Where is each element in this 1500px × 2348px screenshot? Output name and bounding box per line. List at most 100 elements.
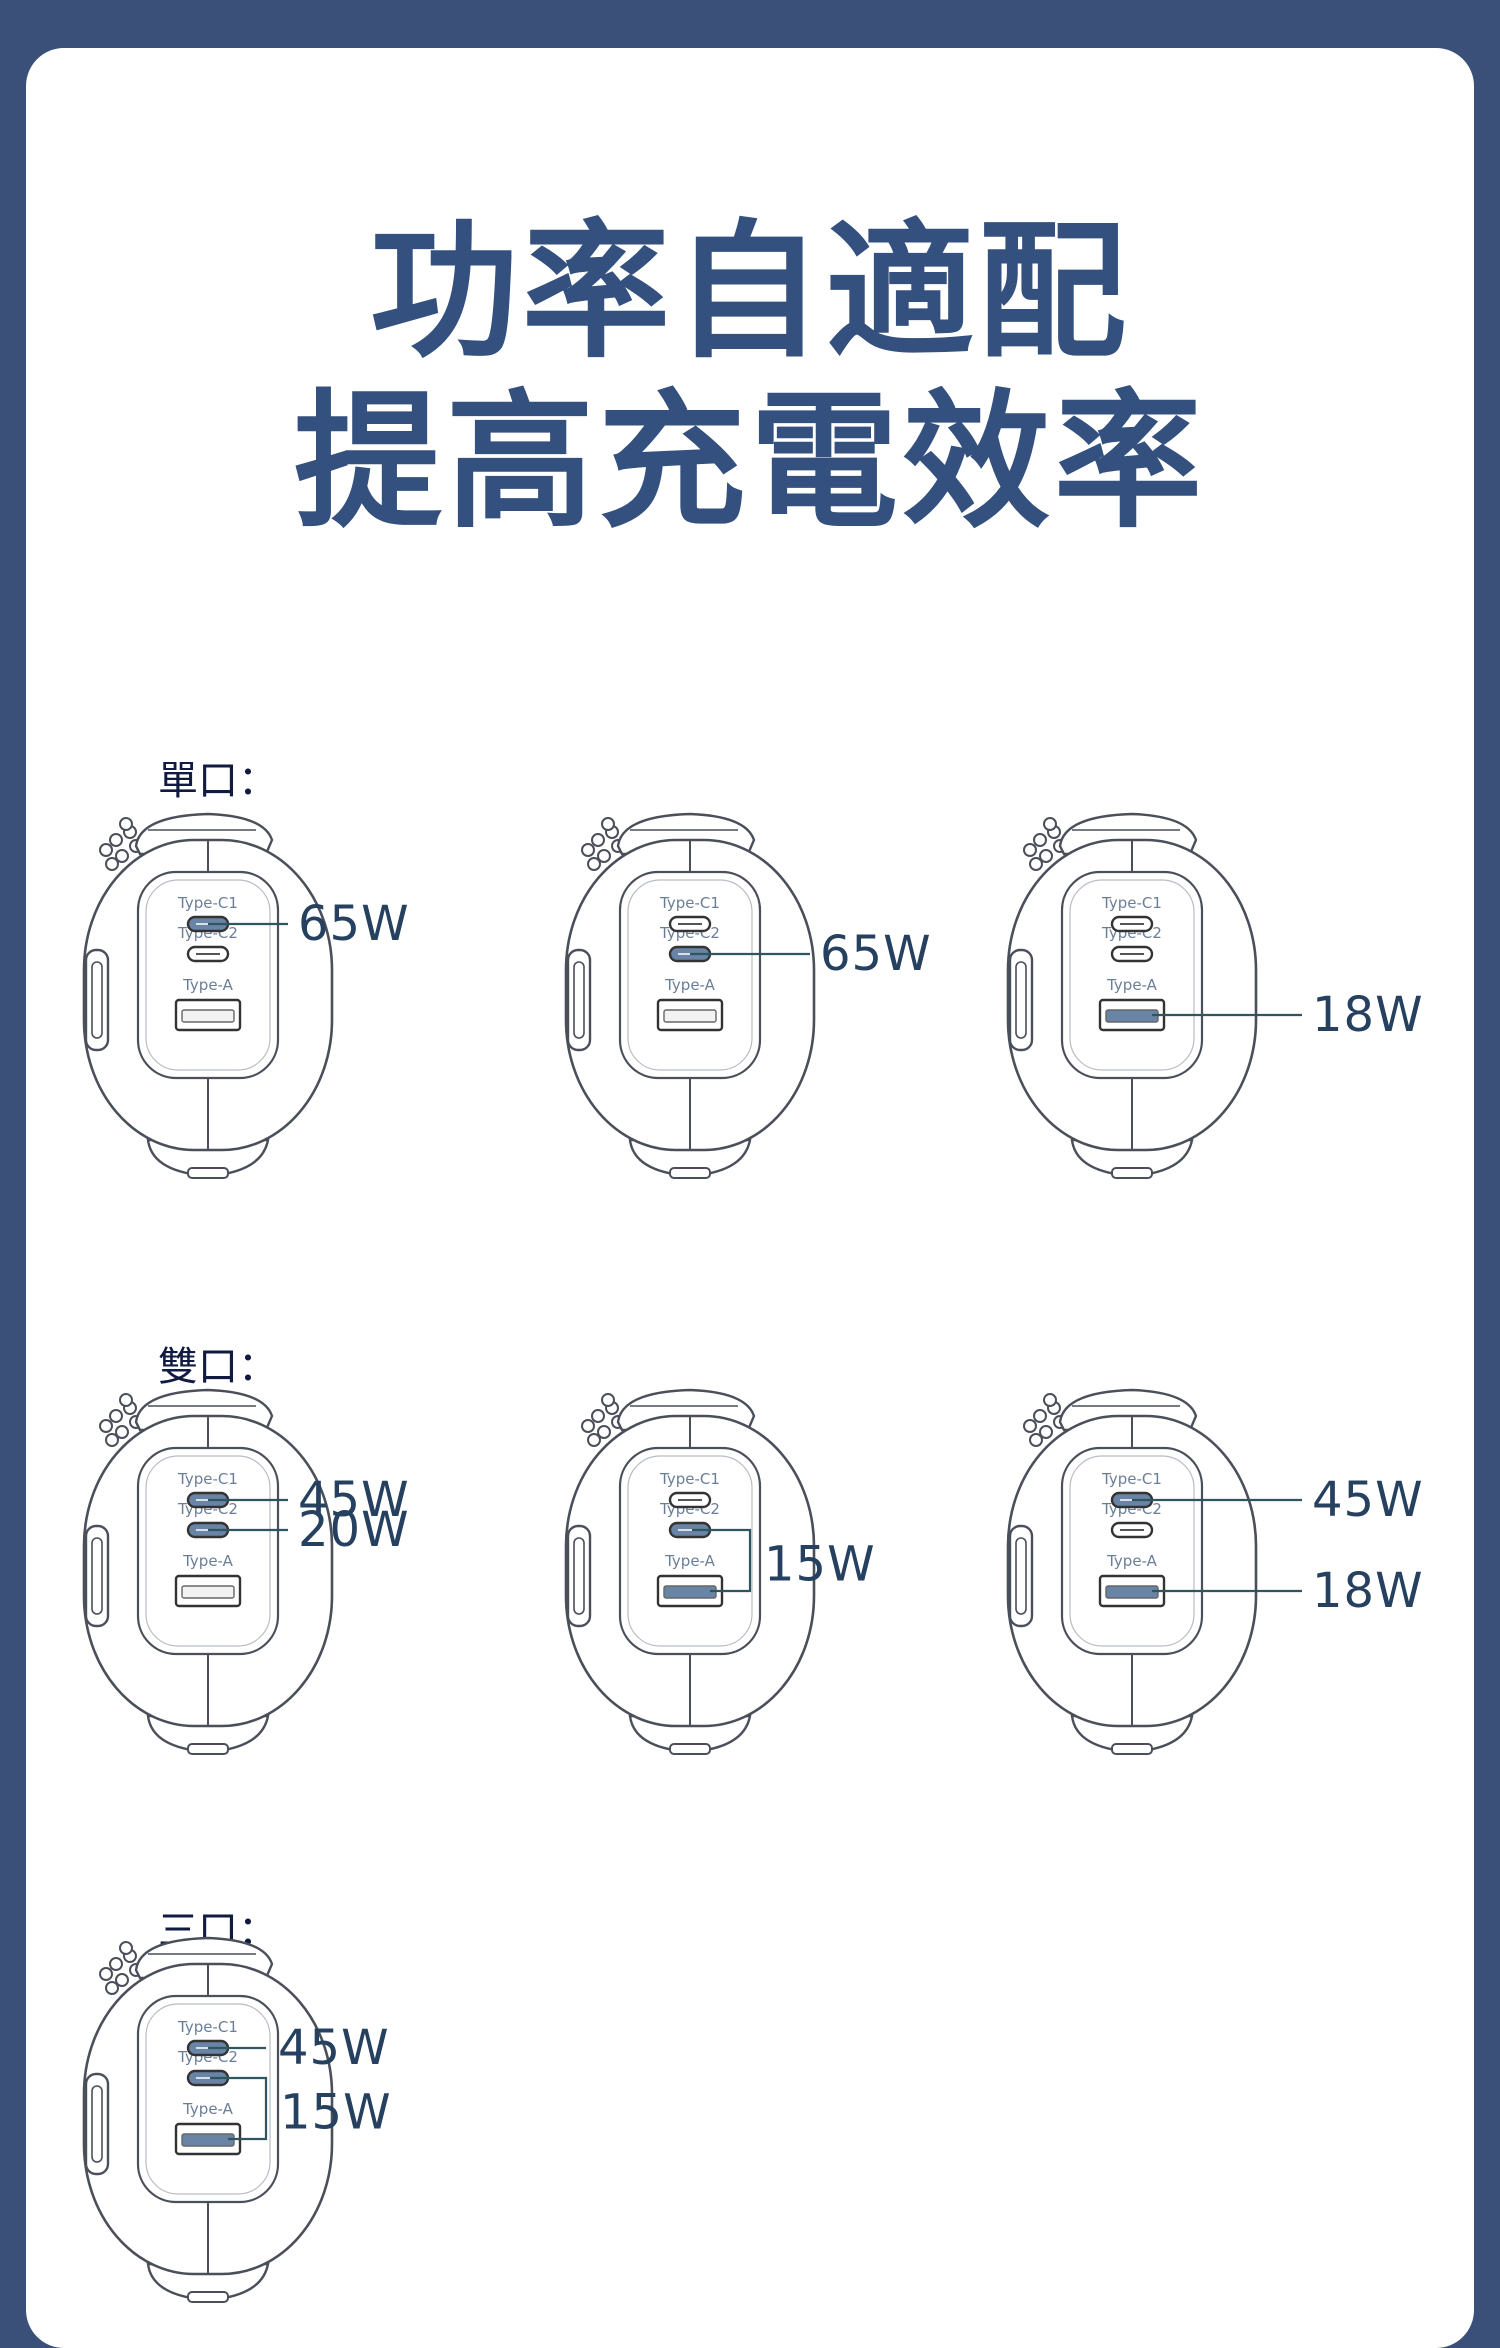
port-panel-inner (145, 1455, 271, 1647)
chain-bead (1023, 1419, 1037, 1433)
port-panel-inner (145, 879, 271, 1071)
usb-a-tongue (181, 1009, 235, 1023)
port-panel-inner (145, 2003, 271, 2195)
chain-bead (119, 1393, 133, 1407)
bracket-line (210, 2076, 268, 2141)
side-button (566, 948, 592, 1052)
chain-bead (109, 1409, 123, 1423)
usb-a-tongue (181, 2133, 235, 2147)
chain-bead (591, 833, 605, 847)
foot-clip (1111, 1743, 1153, 1755)
chain-bead (1039, 849, 1053, 863)
port-label-a: Type-A (1106, 976, 1158, 994)
side-button-inner (573, 1537, 585, 1615)
side-button-inner (91, 2085, 103, 2163)
lanyard-chain (581, 817, 625, 871)
usb-a-tongue (1105, 1585, 1159, 1599)
chain-bead (1043, 1393, 1057, 1407)
side-button-inner (91, 961, 103, 1039)
chain-bead (1029, 857, 1043, 871)
wattage-label: 45W (278, 2020, 390, 2076)
chain-bead (119, 817, 133, 831)
wattage-label: 18W (1312, 987, 1424, 1043)
lanyard-chain (99, 1941, 143, 1995)
side-button (1008, 948, 1034, 1052)
chain-bead (581, 843, 595, 857)
side-button (84, 948, 110, 1052)
side-button-inner (91, 1537, 103, 1615)
lanyard-chain (1023, 817, 1067, 871)
foot-clip (1111, 1167, 1153, 1179)
chain-bead (597, 849, 611, 863)
port-panel-inner (627, 879, 753, 1071)
wattage-label: 15W (764, 1537, 876, 1593)
chain-bead (1029, 1433, 1043, 1447)
usb-a-tongue (663, 1009, 717, 1023)
foot-clip (187, 1743, 229, 1755)
foot-clip (669, 1167, 711, 1179)
chain-bead (591, 1409, 605, 1423)
wattage-label: 20W (298, 1502, 410, 1558)
section-label-dual-port: 雙口： (158, 1344, 278, 1390)
side-button (1008, 1524, 1034, 1628)
chain-bead (601, 817, 615, 831)
port-label-a: Type-A (182, 2100, 234, 2118)
chain-bead (587, 857, 601, 871)
side-button (84, 2072, 110, 2176)
port-label-c1: Type-C1 (659, 894, 720, 912)
port-panel-inner (1069, 1455, 1195, 1647)
chain-bead (601, 1393, 615, 1407)
chain-bead (99, 1967, 113, 1981)
usb-a-tongue (181, 1585, 235, 1599)
port-label-c1: Type-C1 (659, 1470, 720, 1488)
wattage-label: 45W (298, 1472, 410, 1528)
headline-line-2: 提高充電效率 (294, 376, 1206, 548)
chain-bead (1033, 1409, 1047, 1423)
side-button (566, 1524, 592, 1628)
wattage-label: 18W (1312, 1563, 1424, 1619)
lanyard-chain (1023, 1393, 1067, 1447)
section-label-single-port: 單口： (158, 758, 278, 804)
side-button (84, 1524, 110, 1628)
lanyard-chain (581, 1393, 625, 1447)
bracket-line (692, 1528, 752, 1593)
port-label-a: Type-A (182, 1552, 234, 1570)
wattage-label: 65W (298, 896, 410, 952)
chain-bead (587, 1433, 601, 1447)
chain-bead (109, 1957, 123, 1971)
chain-bead (119, 1941, 133, 1955)
chain-bead (105, 857, 119, 871)
chain-bead (597, 1425, 611, 1439)
port-label-c1: Type-C1 (177, 894, 238, 912)
side-button-inner (573, 961, 585, 1039)
wattage-label: 45W (1312, 1472, 1424, 1528)
chain-bead (115, 1973, 129, 1987)
port-panel-inner (627, 1455, 753, 1647)
usb-a-tongue (1105, 1009, 1159, 1023)
port-label-c1: Type-C1 (1101, 894, 1162, 912)
chain-bead (105, 1981, 119, 1995)
wattage-label: 15W (280, 2085, 392, 2141)
port-label-a: Type-A (182, 976, 234, 994)
foot-clip (187, 2291, 229, 2303)
port-panel (618, 870, 762, 1080)
side-button-inner (1015, 1537, 1027, 1615)
wattage-label: 65W (820, 926, 932, 982)
usb-a-tongue (663, 1585, 717, 1599)
chain-bead (1033, 833, 1047, 847)
port-panel (1060, 870, 1204, 1080)
side-button-inner (1015, 961, 1027, 1039)
